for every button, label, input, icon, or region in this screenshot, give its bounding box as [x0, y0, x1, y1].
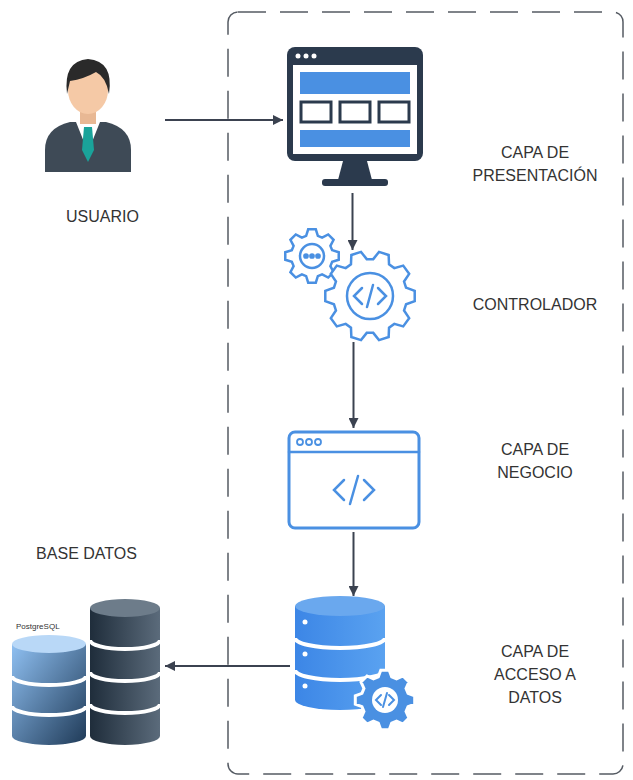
layer-node: BASE DATOS	[8, 598, 165, 748]
window-icon	[289, 432, 419, 528]
gears-icon	[285, 229, 414, 340]
layer-label: USUARIO	[40, 205, 165, 228]
layer-node: CONTROLADOR	[280, 250, 422, 342]
layer-label: CAPA DE ACCESO A DATOS	[485, 640, 585, 710]
gear-large	[325, 252, 414, 340]
connector-arrow	[353, 342, 355, 428]
layer-node: CAPA DE ACCESO A DATOS	[290, 596, 417, 734]
gear-db	[355, 670, 414, 729]
connector-arrow	[165, 119, 283, 121]
connector-arrow	[352, 193, 354, 250]
user-icon	[45, 59, 131, 172]
layer-node: CAPA DE PRESENTACIÓN	[283, 43, 427, 193]
layer-label: CAPA DE NEGOCIO	[480, 438, 590, 484]
connector-arrow	[353, 532, 355, 596]
connector-arrow	[165, 665, 290, 667]
layer-node: USUARIO	[40, 55, 165, 185]
layer-node: CAPA DE NEGOCIO	[285, 428, 422, 532]
layer-label: CAPA DE PRESENTACIÓN	[465, 141, 605, 187]
db-brand-label: PostgreSQL	[16, 622, 60, 631]
boundary	[228, 12, 623, 774]
layer-label: CONTROLADOR	[455, 293, 615, 316]
data-access-gear	[355, 670, 414, 729]
monitor-icon	[287, 47, 423, 186]
layer-label: BASE DATOS	[8, 542, 165, 565]
data-access-gear-symbol	[372, 687, 398, 713]
gear-symbols	[300, 244, 393, 319]
database-icon	[12, 599, 160, 745]
